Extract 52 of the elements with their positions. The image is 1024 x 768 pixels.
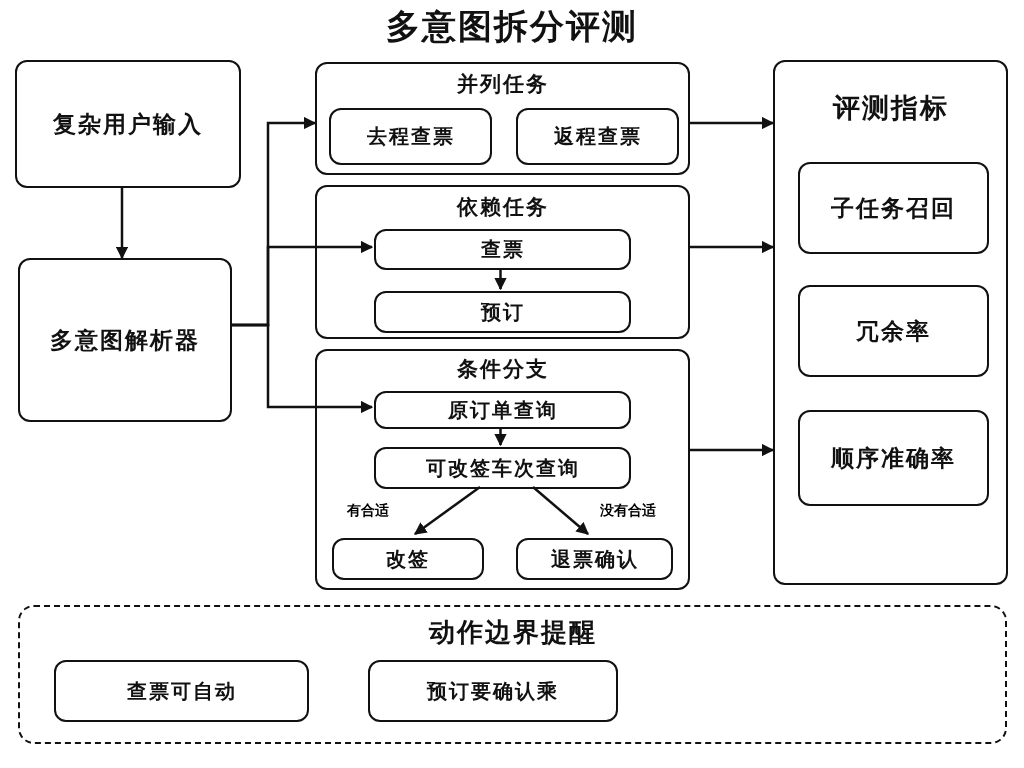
box-label: 查票可自动: [126, 677, 237, 705]
box-label: 冗余率: [856, 316, 931, 346]
box-label: 查票: [480, 236, 525, 263]
arrow: [532, 486, 589, 535]
arrow: [690, 116, 775, 130]
box-label: 可改签车次查询: [425, 454, 580, 482]
dashed-group-box: [18, 605, 1007, 744]
diagram-title: 多意图拆分评测: [385, 5, 639, 48]
box-label: 预订: [480, 298, 525, 326]
group-heading: 动作边界提醒: [428, 616, 597, 649]
box-label: 去程查票: [366, 123, 455, 150]
box-label: 返程查票: [553, 123, 642, 150]
process-box: [374, 291, 631, 333]
process-box: [332, 538, 484, 580]
arrow: [232, 323, 374, 414]
process-box: [798, 285, 989, 377]
process-box: [15, 60, 241, 188]
group-heading: 条件分支: [456, 356, 549, 383]
process-box: [374, 447, 631, 489]
box-label: 改签: [386, 545, 430, 573]
group-box: [315, 62, 690, 175]
process-box: [374, 229, 631, 270]
arrow: [494, 268, 507, 291]
process-box: [329, 108, 492, 165]
group-box: [773, 60, 1008, 585]
box-label: 原订单查询: [447, 396, 558, 424]
box-label: 顺序准确率: [831, 443, 956, 473]
box-label: 多意图解析器: [50, 325, 200, 355]
process-box: [374, 391, 631, 429]
arrow: [494, 427, 507, 447]
arrow: [414, 486, 481, 535]
process-box: [516, 538, 673, 580]
box-label: 退票确认: [550, 545, 639, 573]
edge-label: 没有合适: [598, 502, 658, 520]
process-box: [798, 410, 989, 506]
arrow: [115, 188, 129, 260]
box-label: 复杂用户输入: [53, 109, 203, 139]
box-label: 子任务召回: [831, 193, 956, 223]
arrow: [690, 443, 775, 457]
group-box: [315, 349, 690, 590]
process-box: [798, 162, 989, 254]
group-heading: 依赖任务: [456, 194, 549, 221]
group-heading: 并列任务: [456, 71, 549, 98]
process-box: [368, 660, 618, 722]
edge-label: 有合适: [345, 502, 391, 520]
arrow: [690, 240, 775, 254]
process-box: [516, 108, 679, 165]
process-box: [54, 660, 309, 722]
box-label: 预订要确认乘: [427, 677, 559, 705]
group-heading: 评测指标: [832, 91, 949, 125]
process-box: [18, 258, 232, 422]
group-box: [315, 185, 690, 339]
